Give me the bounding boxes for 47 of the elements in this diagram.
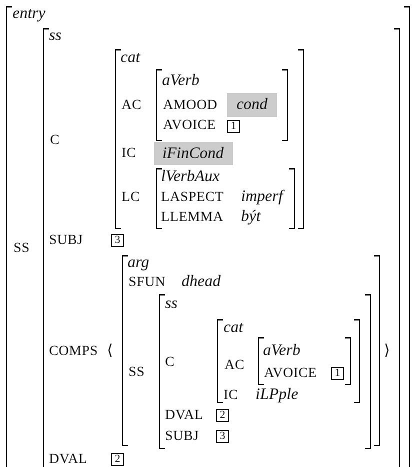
coindex-tag: 2 xyxy=(216,409,229,422)
type-label: ss xyxy=(49,28,62,44)
feature-name: AVOICE xyxy=(264,366,317,382)
feature-name: SFUN xyxy=(128,275,166,291)
feature-name: LLEMMA xyxy=(161,210,224,226)
feature-name: COMPS xyxy=(49,344,98,360)
coindex-tag: 3 xyxy=(111,234,124,247)
coindex-tag: 1 xyxy=(227,120,240,133)
type-label: cat xyxy=(120,50,140,66)
feature-name: SS xyxy=(128,365,145,381)
type-label: arg xyxy=(128,255,150,271)
bracketed-matrix xyxy=(156,168,294,229)
type-label: aVerb xyxy=(263,343,300,359)
feature-name: AC xyxy=(122,98,142,114)
feature-name: AVOICE xyxy=(163,118,216,134)
feature-name: C xyxy=(50,133,60,149)
angle-bracket: ⟩ xyxy=(384,342,390,358)
feature-value: dhead xyxy=(182,274,221,290)
bracketed-matrix xyxy=(156,69,288,141)
type-label: aVerb xyxy=(162,73,200,89)
angle-bracket: ⟨ xyxy=(107,342,113,358)
feature-name: DVAL xyxy=(165,408,204,424)
feature-name: C xyxy=(165,355,175,371)
feature-name: SS xyxy=(14,241,30,257)
bracketed-matrix xyxy=(42,28,400,467)
type-label: cat xyxy=(224,320,244,336)
bracketed-matrix xyxy=(6,6,410,467)
feature-value: imperf xyxy=(241,189,283,205)
coindex-tag: 1 xyxy=(331,367,344,380)
feature-name: SUBJ xyxy=(49,233,83,249)
feature-value: být xyxy=(241,209,261,225)
feature-name: SUBJ xyxy=(165,429,199,445)
feature-name: LASPECT xyxy=(161,190,224,206)
feature-name: AMOOD xyxy=(163,98,218,114)
type-label: entry xyxy=(12,6,46,22)
highlighted-value: iFinCond xyxy=(154,142,232,165)
feature-name: IC xyxy=(224,388,238,404)
type-label: ss xyxy=(165,296,178,312)
feature-value: iLPple xyxy=(256,387,298,403)
highlighted-value: cond xyxy=(227,93,277,117)
feature-name: LC xyxy=(122,190,140,206)
type-label: lVerbAux xyxy=(161,169,220,185)
coindex-tag: 3 xyxy=(216,430,229,443)
feature-name: AC xyxy=(224,358,245,374)
coindex-tag: 2 xyxy=(111,453,124,466)
feature-name: DVAL xyxy=(49,452,88,467)
feature-name: IC xyxy=(122,146,136,162)
